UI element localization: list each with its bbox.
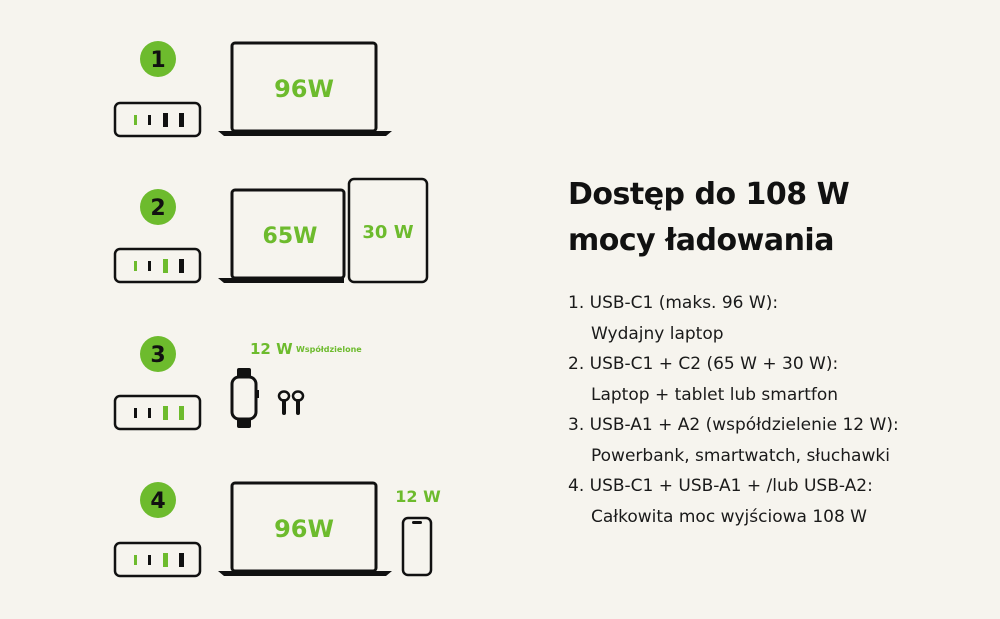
laptop-icon — [218, 188, 346, 283]
usage-diagram: 1 96W 2 65W — [113, 41, 441, 578]
panel-title-line-2: mocy ładowania — [568, 223, 834, 258]
charger-icon — [113, 541, 202, 578]
scenario-3: 3 12 W Współdzielone — [113, 336, 362, 431]
list-item-head: 1. USB-C1 (maks. 96 W): — [568, 293, 779, 313]
panel-title-line-1: Dostęp do 108 W — [568, 177, 850, 212]
list-item-desc: Powerbank, smartwatch, słuchawki — [591, 445, 890, 466]
step-number-2: 2 — [150, 196, 165, 221]
laptop-wattage-2: 65W — [263, 224, 318, 249]
scenario-1: 1 96W — [113, 41, 392, 138]
step-number-1: 1 — [150, 48, 165, 73]
list-item-head: 3. USB-A1 + A2 (współdzielenie 12 W): — [568, 415, 899, 435]
step-badge-3 — [140, 336, 176, 372]
list-item-desc: Wydajny laptop — [591, 323, 724, 344]
list-item: 2. USB-C1 + C2 (65 W + 30 W): Laptop + t… — [568, 349, 988, 410]
step-number-4: 4 — [150, 489, 165, 514]
scenario-2: 2 65W 30 W — [113, 177, 429, 284]
charger-icon — [113, 247, 202, 284]
phone-wattage-4: 12 W — [395, 487, 441, 506]
list-item-head: 2. USB-C1 + C2 (65 W + 30 W): — [568, 354, 839, 374]
list-item: 3. USB-A1 + A2 (współdzielenie 12 W): Po… — [568, 410, 988, 471]
list-item-desc: Całkowita moc wyjściowa 108 W — [591, 506, 867, 527]
step-number-3: 3 — [150, 343, 165, 368]
tablet-icon — [347, 177, 429, 284]
shared-note-3: Współdzielone — [296, 344, 362, 354]
laptop-wattage-4: 96W — [274, 515, 334, 543]
step-badge-1 — [140, 41, 176, 77]
step-badge-4 — [140, 482, 176, 518]
list-item: 4. USB-C1 + USB-A1 + /lub USB-A2: Całkow… — [568, 471, 988, 532]
earbuds-icon — [277, 390, 305, 415]
charger-icon — [113, 394, 202, 431]
laptop-wattage-1: 96W — [274, 75, 334, 103]
scenario-4: 4 96W 12 W — [113, 481, 441, 578]
list-item-desc: Laptop + tablet lub smartfon — [591, 384, 839, 405]
list-item: 1. USB-C1 (maks. 96 W): Wydajny laptop — [568, 288, 988, 349]
laptop-icon — [218, 481, 392, 576]
spec-panel: Dostęp do 108 W mocy ładowania 1. USB-C1… — [568, 172, 988, 532]
tablet-wattage-2: 30 W — [362, 222, 413, 243]
list-item-head: 4. USB-C1 + USB-A1 + /lub USB-A2: — [568, 476, 873, 496]
step-badge-2 — [140, 189, 176, 225]
shared-wattage-3: 12 W — [250, 340, 293, 358]
smartphone-icon — [401, 516, 433, 577]
laptop-icon — [218, 41, 392, 136]
charger-icon — [113, 101, 202, 138]
panel-title: Dostęp do 108 W mocy ładowania — [568, 172, 988, 264]
spec-list: 1. USB-C1 (maks. 96 W): Wydajny laptop 2… — [568, 288, 988, 532]
smartwatch-icon — [230, 368, 259, 428]
